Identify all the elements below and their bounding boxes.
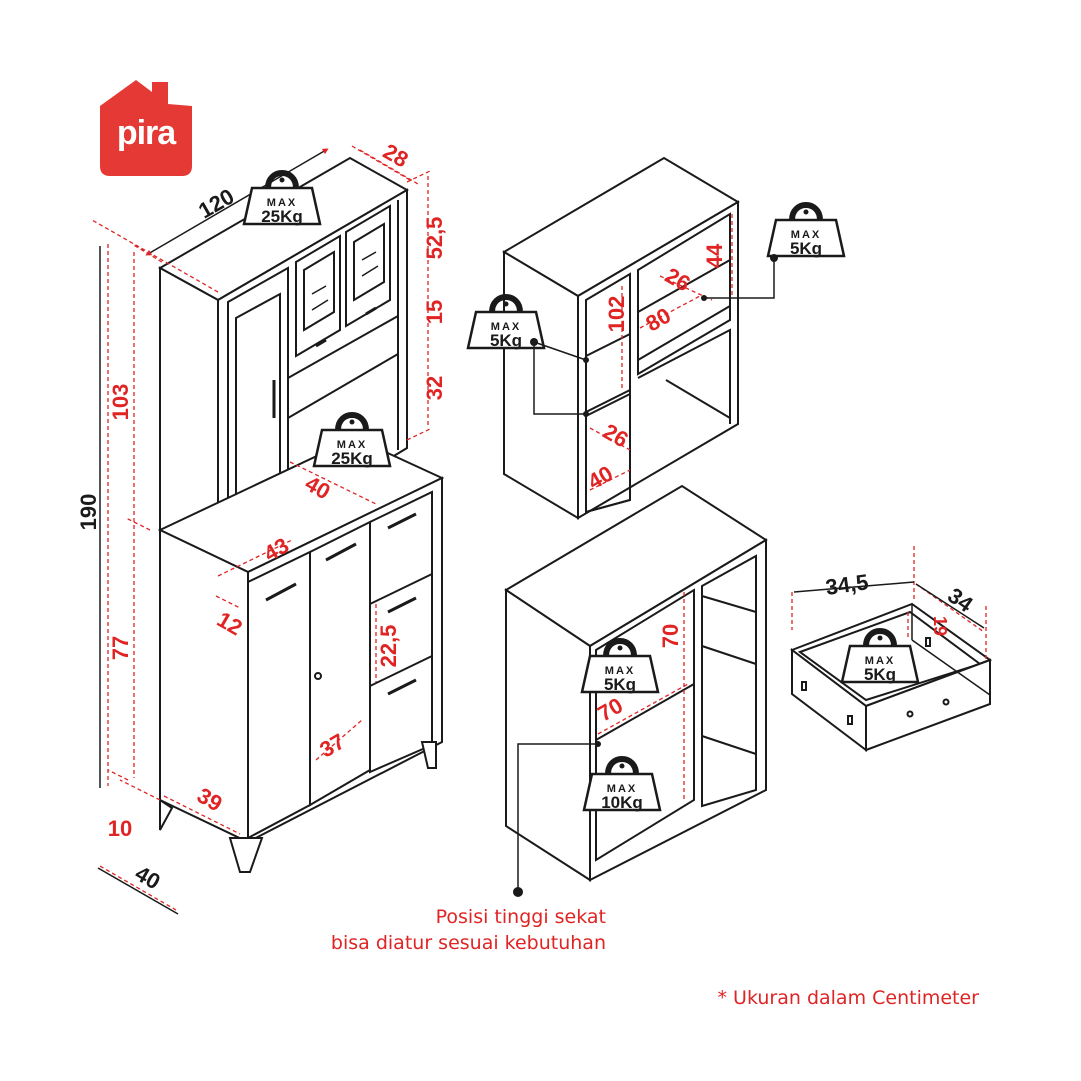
leader-dot (530, 338, 538, 346)
svg-text:10Kg: 10Kg (601, 793, 643, 812)
leader-dot (770, 254, 778, 262)
adjustable-note-line-2: bisa diatur sesuai kebutuhan (330, 932, 606, 954)
weight-badge-lower-shelf: MAX 5Kg (582, 641, 658, 694)
leader-dot (701, 295, 707, 301)
svg-text:25Kg: 25Kg (331, 449, 373, 468)
leader-dot (513, 887, 523, 897)
brand-name: pira (116, 114, 176, 152)
svg-text:MAX: MAX (267, 197, 297, 209)
weight-badge-drawer: MAX 5Kg (842, 631, 918, 684)
svg-text:MAX: MAX (605, 665, 635, 677)
dim-upper-height: 103 (108, 384, 133, 421)
svg-text:MAX: MAX (491, 321, 521, 333)
svg-text:MAX: MAX (865, 655, 895, 667)
svg-text:MAX: MAX (791, 229, 821, 241)
adjustable-shelf-note: Posisi tinggi sekat bisa diatur sesuai k… (300, 904, 606, 956)
weight-badge-upper-left: MAX 5Kg (468, 297, 544, 350)
units-note: * Ukuran dalam Centimeter (717, 987, 980, 1009)
svg-text:MAX: MAX (607, 783, 637, 795)
svg-text:25Kg: 25Kg (261, 207, 303, 226)
dim-drawer-height: 22,5 (376, 625, 401, 668)
leader-dot (583, 357, 589, 363)
dim-shelf-height: 32 (422, 376, 447, 400)
dimension-arrows (97, 148, 985, 915)
leader-dot (595, 741, 601, 747)
dim-upper-shelf-height: 44 (702, 243, 727, 268)
dim-total-height: 190 (76, 494, 101, 531)
dim-drawer-depth: 34 (943, 583, 978, 618)
leader-dot (583, 411, 589, 417)
base-cabinet-drawing (157, 436, 445, 873)
dim-upper-compartment-height: 102 (604, 296, 629, 333)
weight-badge-upper-right: MAX 5Kg (768, 205, 844, 258)
weight-badge-top-cabinet: MAX 25Kg (244, 173, 320, 226)
dim-drawer-inner-height: 19 (930, 616, 950, 636)
weight-badge-middle-shelf: MAX 25Kg (314, 415, 390, 468)
dim-drawer-width: 34,5 (824, 569, 870, 600)
dim-width-total: 120 (194, 183, 238, 223)
svg-text:5Kg: 5Kg (604, 675, 636, 694)
adjustable-note-line-1: Posisi tinggi sekat (435, 906, 606, 928)
svg-text:5Kg: 5Kg (790, 239, 822, 258)
leader-lines (517, 258, 775, 892)
dim-top-depth: 28 (379, 139, 413, 173)
svg-text:5Kg: 5Kg (490, 331, 522, 350)
dim-lower-shelf-height: 70 (658, 624, 683, 648)
weight-badge-lower-bottom: MAX 10Kg (584, 759, 660, 812)
dim-top-height: 52,5 (422, 217, 447, 260)
svg-text:5Kg: 5Kg (864, 665, 896, 684)
dim-leg-height: 10 (108, 816, 132, 841)
dim-lower-height: 77 (108, 636, 133, 660)
dim-gap-height: 15 (422, 300, 447, 324)
upper-open-shelf-drawing (502, 156, 740, 520)
svg-text:MAX: MAX (337, 439, 367, 451)
